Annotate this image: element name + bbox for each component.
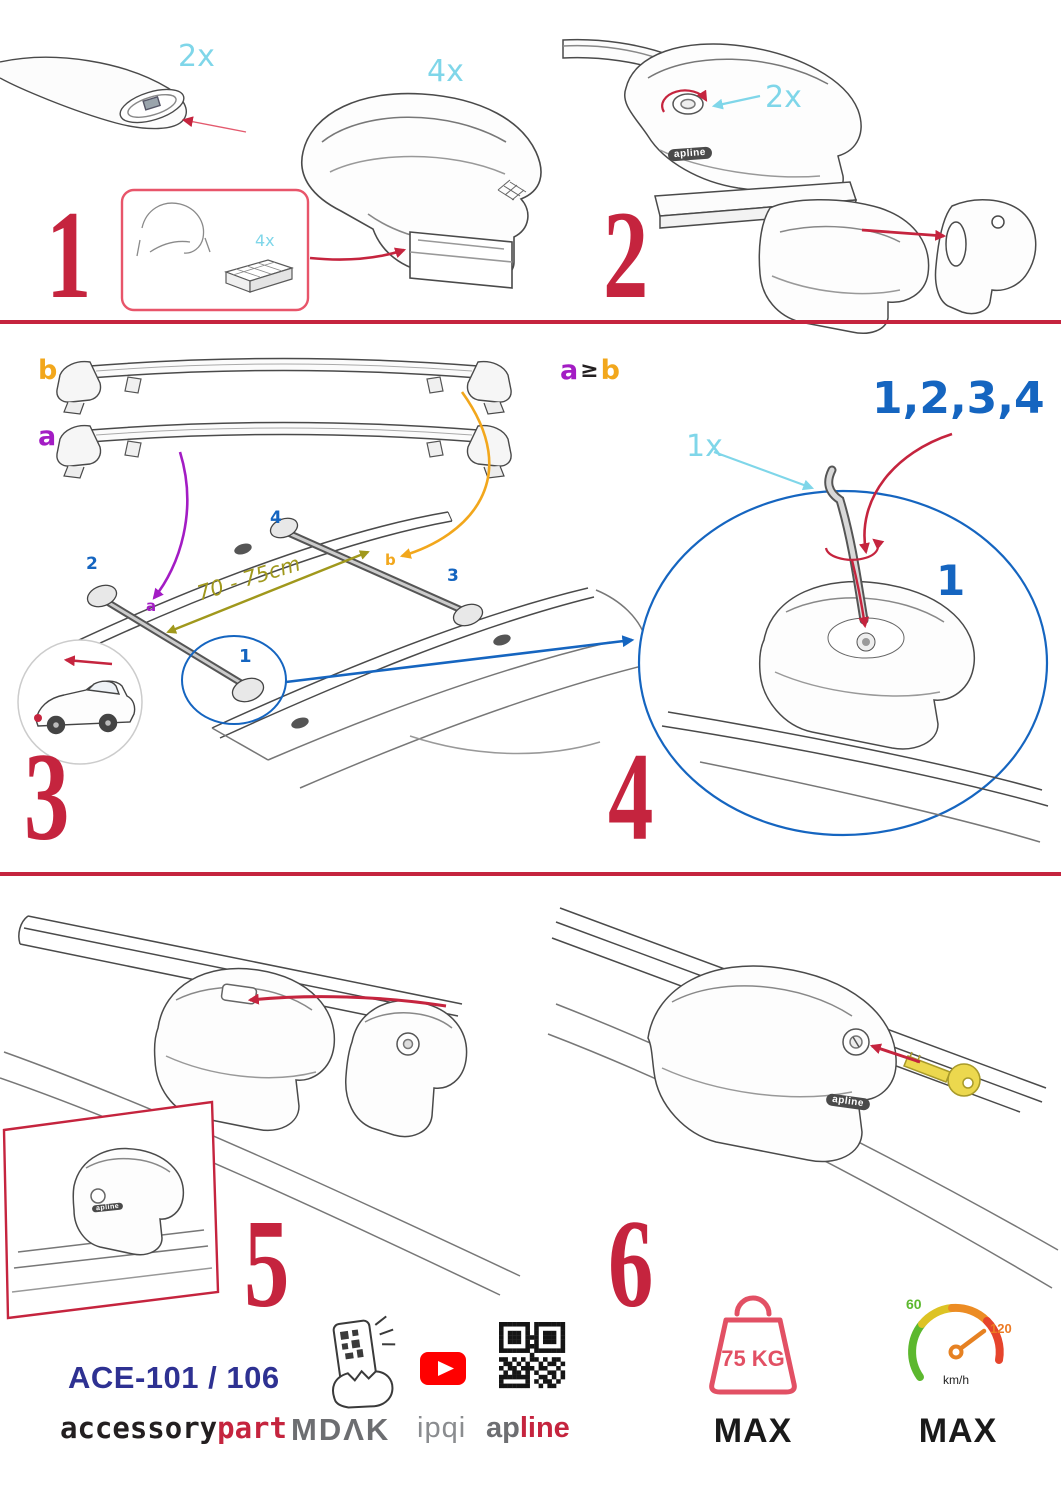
crossbar-b-illustration <box>56 357 512 415</box>
roof-position-2: 2 <box>86 554 98 574</box>
brand-accessory: accessory <box>60 1411 218 1445</box>
rule-a-ge-b: a≥b <box>560 357 620 384</box>
rule-b: b <box>600 355 620 386</box>
speed-high-label: 120 <box>990 1321 1012 1336</box>
step3-number: 3 <box>24 728 69 867</box>
step1-inset-box <box>120 188 407 312</box>
foot-highlight-circle <box>181 635 287 725</box>
lock-rotate-arrow <box>661 89 708 113</box>
lock-cover-illustration <box>345 1000 468 1138</box>
rubber-pad-illustration <box>224 259 294 293</box>
key-icon <box>903 1051 981 1097</box>
max-speed-label: MAX <box>918 1412 998 1450</box>
speed-low-label: 60 <box>906 1296 922 1312</box>
pad-quantity-label: 4x <box>255 231 275 250</box>
foot-quantity-label: 4x <box>427 54 464 89</box>
step6-number: 6 <box>608 1195 653 1334</box>
tool-quantity-label: 1x <box>686 429 723 464</box>
step4-detail-illustration <box>637 465 1049 843</box>
sequence-arrow <box>858 432 953 555</box>
roof-position-3: 3 <box>447 566 459 586</box>
apline-logo: apline <box>486 1414 570 1443</box>
rule-gte-sign: ≥ <box>580 358 599 383</box>
lock-qty-pointer <box>711 94 761 110</box>
step2-endcap-illustration <box>934 199 1037 315</box>
detail-zoom-arrow <box>285 635 635 684</box>
model-number: ACE-101 / 106 <box>68 1360 280 1395</box>
max-weight-label: MAX <box>713 1412 793 1450</box>
tighten-down-arrow <box>850 559 870 629</box>
distance-arrow <box>166 550 370 634</box>
weight-icon <box>709 1295 797 1395</box>
speed-unit-label: km/h <box>942 1373 969 1387</box>
crossbar-a-illustration <box>56 421 512 479</box>
qr-code-icon <box>499 1322 566 1389</box>
key-insert-arrow <box>869 1043 921 1064</box>
roof-bar-b-label: b <box>385 551 396 569</box>
step1-number: 1 <box>46 186 91 325</box>
cover-slide-arrow <box>247 993 447 1008</box>
apline-line: line <box>519 1412 570 1444</box>
section-divider <box>0 320 1061 324</box>
car-roof-illustration <box>61 511 651 789</box>
lock-quantity-label: 2x <box>765 80 802 115</box>
phone-scan-icon <box>332 1315 396 1409</box>
ipqi-logo: ipqi <box>417 1412 467 1444</box>
first-position-label: 1 <box>936 556 966 605</box>
step4-number: 4 <box>608 728 653 867</box>
step5-number: 5 <box>244 1195 289 1334</box>
mdak-logo: MDΛK <box>291 1412 391 1447</box>
section-divider <box>0 872 1061 876</box>
step5-illustration <box>0 915 521 1320</box>
car-direction-inset <box>17 639 143 765</box>
bar-a-position-arrow <box>152 451 189 600</box>
brand-part: part <box>217 1411 287 1445</box>
step1-crossbar-illustration <box>0 56 187 130</box>
key-rotate-arrow <box>824 538 885 561</box>
roof-bar-a-label: a <box>146 597 157 615</box>
bar-quantity-label: 2x <box>178 39 215 74</box>
endcap-slide-arrow <box>861 228 947 241</box>
apline-ap: ap <box>486 1412 520 1444</box>
roof-position-1: 1 <box>239 646 252 667</box>
step1-foot-illustration <box>301 92 542 289</box>
tighten-sequence-label: 1,2,3,4 <box>872 373 1045 424</box>
bar-to-foot-pointer <box>181 116 247 133</box>
rule-a: a <box>560 355 579 386</box>
bar-a-label: a <box>38 421 57 452</box>
speedometer-icon <box>908 1303 1004 1381</box>
roof-position-4: 4 <box>270 508 282 528</box>
bar-b-position-arrow <box>399 391 491 559</box>
tool-qty-pointer <box>713 450 815 491</box>
step2-number: 2 <box>603 186 648 325</box>
brand-logo: accessorypart <box>60 1414 287 1443</box>
bar-b-label: b <box>38 355 58 386</box>
step6-illustration <box>547 907 1059 1289</box>
max-weight-value: 75 KG <box>721 1346 785 1371</box>
youtube-icon <box>420 1352 466 1385</box>
